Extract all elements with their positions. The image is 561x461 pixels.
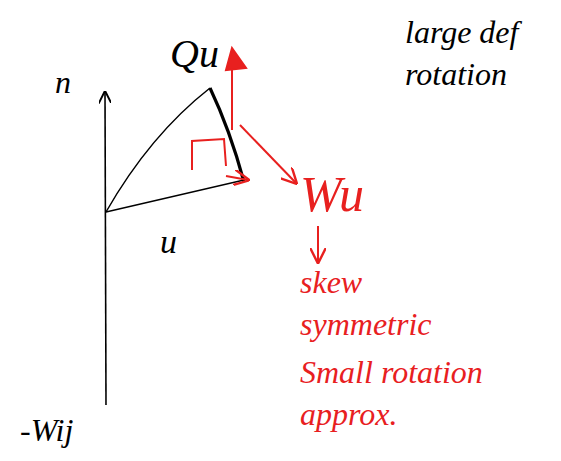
thick-segment (210, 88, 244, 182)
red-arrow-up (231, 70, 233, 130)
formula-text: -Wij (20, 410, 130, 452)
leader-line (317, 226, 319, 262)
note-text: skew symmetric (300, 262, 460, 345)
note-text: Small rotation approx. (300, 352, 500, 435)
red-bracket (192, 139, 226, 170)
axis-label: n (55, 62, 95, 104)
chord-line (106, 180, 244, 212)
curve (106, 88, 210, 212)
symbol-label: Wu (300, 162, 410, 227)
axis (105, 92, 106, 405)
axis-label: u (160, 220, 200, 264)
note-text: large def rotation (405, 12, 555, 95)
red-small-arrow (226, 176, 248, 180)
red-tip (226, 48, 246, 70)
leader-line (240, 125, 296, 183)
function-label: Qu (170, 28, 260, 80)
